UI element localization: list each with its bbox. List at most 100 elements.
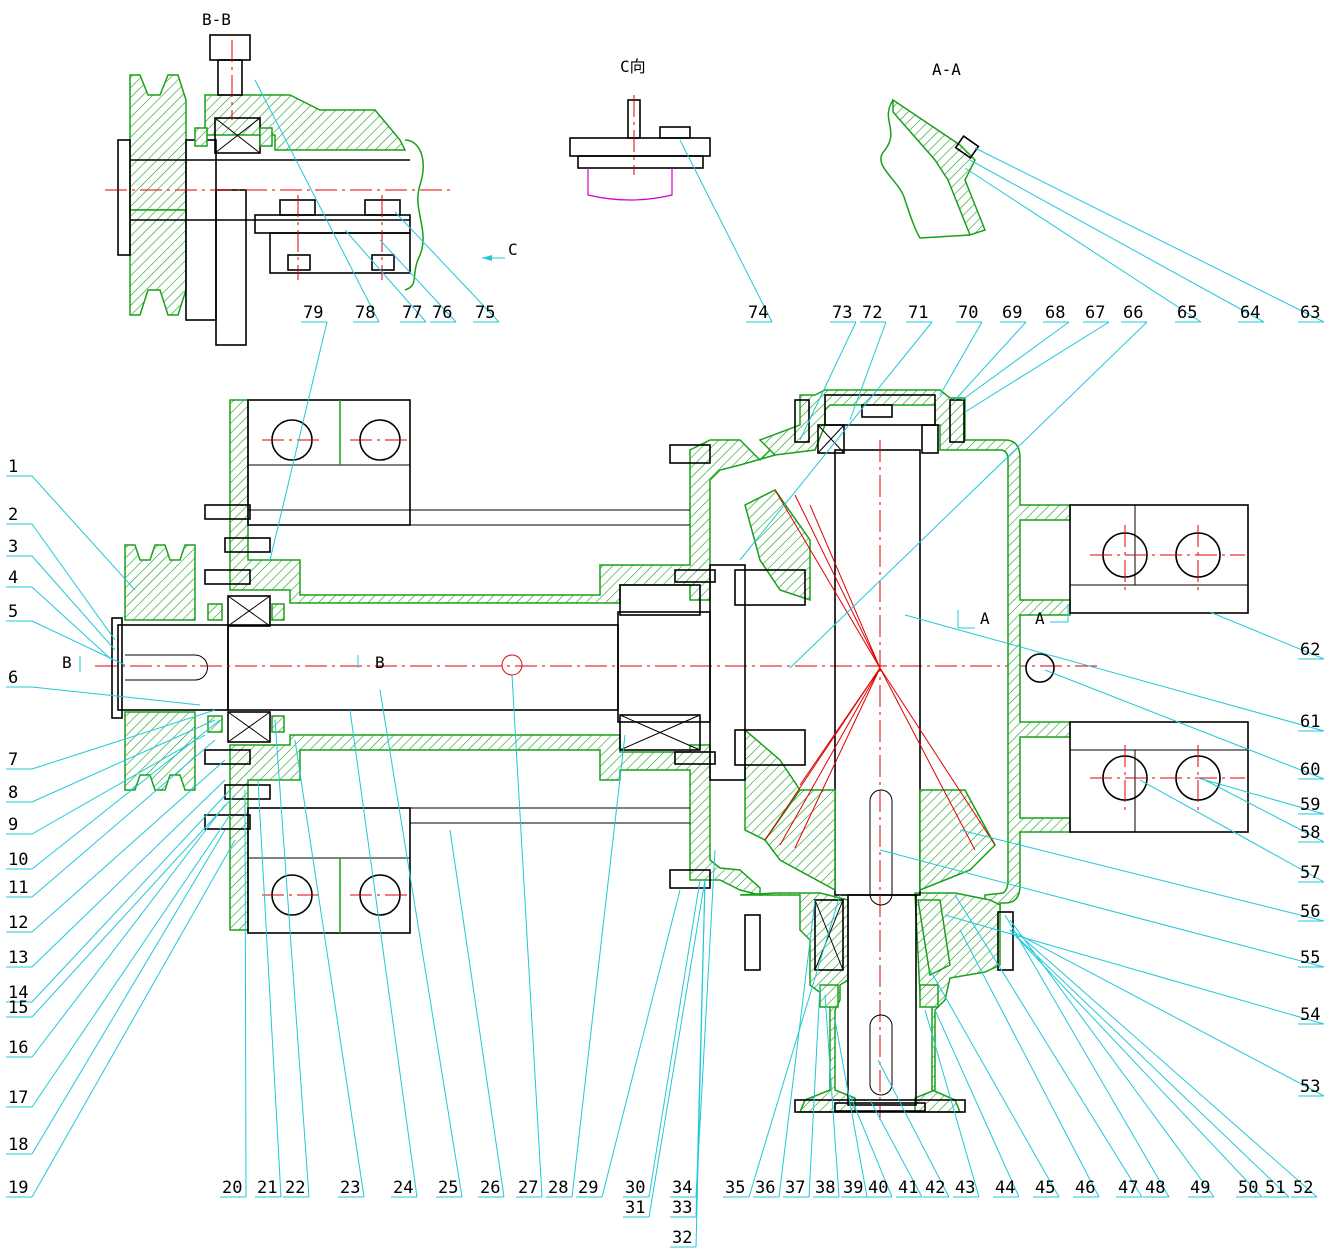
part-label: 40	[868, 1178, 888, 1198]
leader-line	[959, 829, 1325, 922]
part-label: 9	[8, 815, 18, 835]
part-label: 20	[222, 1178, 242, 1198]
part-label: 37	[785, 1178, 805, 1198]
part-label: 35	[725, 1178, 745, 1198]
leader-line	[379, 239, 457, 323]
section-bb-title: B-B	[202, 10, 231, 29]
part-label: 25	[438, 1178, 458, 1198]
part-label: 30	[625, 1178, 645, 1198]
leader-line	[601, 889, 681, 1198]
part-label: 39	[843, 1178, 863, 1198]
leader-line	[31, 789, 231, 1003]
part-label: 32	[672, 1228, 692, 1248]
part-label: 23	[340, 1178, 360, 1198]
part-label: 16	[8, 1038, 28, 1058]
view-c-title: C向	[620, 57, 646, 76]
section-bb-view: B-B C	[105, 10, 518, 346]
leader-line	[954, 321, 1027, 401]
leader-line	[778, 899, 816, 1198]
part-label: 8	[8, 783, 18, 803]
part-label: 60	[1300, 760, 1320, 780]
leader-line	[695, 849, 716, 1198]
part-label: 53	[1300, 1077, 1320, 1097]
leader-line	[824, 994, 840, 1198]
part-label: 77	[402, 303, 422, 323]
part-label: 28	[548, 1178, 568, 1198]
part-label: 33	[672, 1198, 692, 1218]
leader-line	[274, 719, 310, 1198]
leader-line	[834, 1019, 868, 1198]
leader-line	[1009, 929, 1325, 1097]
part-label: 44	[995, 1178, 1015, 1198]
leader-line	[31, 804, 226, 1058]
leader-line	[748, 894, 841, 1198]
part-label: 69	[1002, 303, 1022, 323]
part-label: 4	[8, 568, 18, 588]
part-label: 72	[862, 303, 882, 323]
part-label: 62	[1300, 640, 1320, 660]
part-label: 27	[518, 1178, 538, 1198]
section-aa-view: A-A	[880, 60, 986, 239]
part-label: 64	[1240, 303, 1260, 323]
part-label: 63	[1300, 303, 1320, 323]
part-label: 52	[1293, 1178, 1313, 1198]
part-label: 66	[1123, 303, 1143, 323]
leader-line	[449, 829, 505, 1198]
part-label: 78	[355, 303, 375, 323]
part-label: 38	[815, 1178, 835, 1198]
leader-line	[1209, 611, 1325, 660]
leader-line	[1004, 914, 1170, 1198]
part-label: 79	[303, 303, 323, 323]
leader-line	[349, 709, 418, 1198]
part-label: 34	[672, 1178, 692, 1198]
leader-line	[344, 229, 427, 323]
leader-line	[789, 321, 1148, 669]
leader-line	[648, 879, 706, 1218]
part-label: 3	[8, 537, 18, 557]
leader-line	[257, 779, 282, 1198]
leader-line	[969, 159, 1265, 323]
leader-line	[879, 849, 1325, 968]
part-label: 6	[8, 668, 18, 688]
part-label: 58	[1300, 823, 1320, 843]
part-label: 65	[1177, 303, 1197, 323]
leader-line	[961, 321, 1070, 401]
section-aa-title: A-A	[932, 60, 961, 79]
cut-b-left-label: B	[62, 653, 72, 672]
part-label: 14	[8, 983, 28, 1003]
leader-line	[954, 894, 1143, 1198]
leader-line	[904, 614, 1325, 732]
leader-line	[974, 147, 1325, 323]
part-label: 49	[1190, 1178, 1210, 1198]
part-label: 75	[475, 303, 495, 323]
cut-b-mid-label: B	[375, 653, 385, 672]
part-label: 47	[1118, 1178, 1138, 1198]
part-label: 51	[1265, 1178, 1285, 1198]
part-label: 26	[480, 1178, 500, 1198]
part-label: 19	[8, 1178, 28, 1198]
part-label: 17	[8, 1088, 28, 1108]
part-label: 46	[1075, 1178, 1095, 1198]
part-label: 50	[1238, 1178, 1258, 1198]
leader-line	[511, 674, 543, 1198]
part-label: 55	[1300, 948, 1320, 968]
part-label: 74	[748, 303, 768, 323]
leader-line	[31, 709, 216, 770]
part-label: 70	[958, 303, 978, 323]
leader-line	[31, 686, 201, 706]
leader-line	[31, 814, 231, 1108]
part-label: 10	[8, 850, 28, 870]
part-label: 61	[1300, 712, 1320, 732]
leader-line	[808, 984, 821, 1198]
part-label: 15	[8, 998, 28, 1018]
leader-line	[31, 475, 136, 591]
leader-line	[31, 839, 236, 1198]
leader-line	[31, 739, 216, 898]
part-label: 45	[1035, 1178, 1055, 1198]
leader-line	[1009, 919, 1215, 1198]
part-label: 31	[625, 1198, 645, 1218]
part-label: 5	[8, 602, 18, 622]
part-label: 54	[1300, 1005, 1320, 1025]
leader-line	[934, 1009, 1020, 1198]
